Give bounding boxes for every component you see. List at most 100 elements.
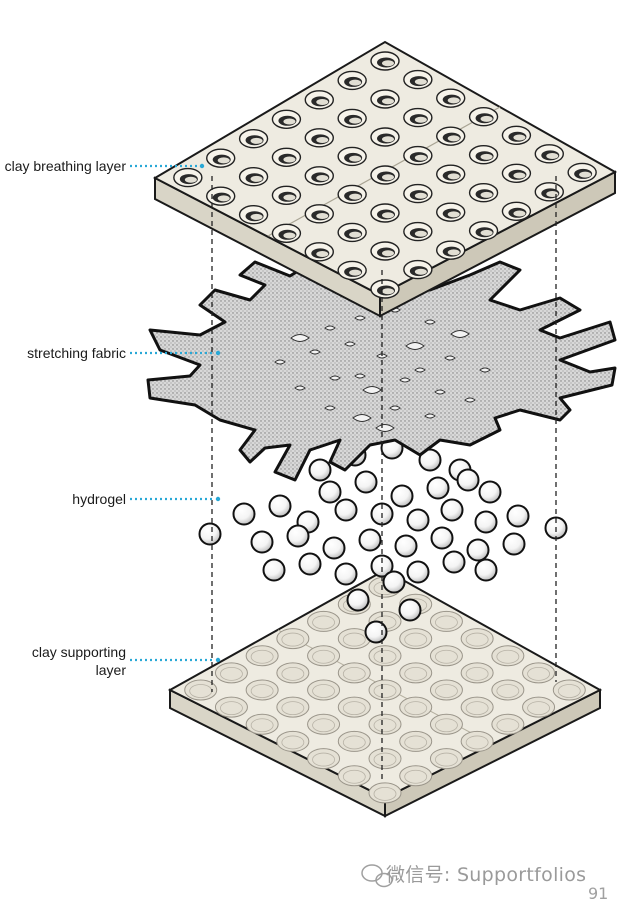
support-cup-inner: [435, 718, 458, 733]
hydrogel-sphere: [440, 498, 464, 522]
hydrogel-sphere: [474, 510, 498, 534]
fabric-hole: [424, 319, 436, 325]
support-cup-inner: [220, 701, 243, 716]
breathing-hole-floor: [349, 231, 362, 238]
hydrogel-sphere: [430, 526, 454, 550]
hydrogel-sphere: [474, 558, 498, 582]
hydrogel-sphere: [232, 502, 256, 526]
hydrogel-sphere: [318, 480, 342, 504]
hydrogel-sphere: [466, 538, 490, 562]
breathing-hole-floor: [414, 154, 427, 161]
breathing-hole-floor: [447, 135, 460, 142]
fabric-hole: [329, 375, 341, 381]
support-cup-inner: [404, 701, 428, 716]
breathing-hole-floor: [349, 117, 362, 124]
breathing-hole-floor: [250, 137, 263, 144]
support-cup-inner: [312, 752, 335, 767]
hydrogel-sphere: [268, 494, 292, 518]
fabric-hole: [389, 405, 401, 411]
breathing-hole-floor: [513, 134, 526, 141]
alignment-dashed-lines: [211, 176, 557, 782]
support-cup-inner: [342, 735, 366, 750]
fabric-hole: [274, 359, 286, 365]
support-cup-inner: [373, 786, 397, 801]
hydrogel-sphere: [250, 530, 274, 554]
support-cup-inner: [404, 769, 428, 784]
hydrogel-sphere: [334, 562, 358, 586]
watermark-text: 微信号: Supportfolios: [386, 864, 587, 886]
support-cup-inner: [557, 684, 581, 698]
hydrogel-sphere: [506, 504, 530, 528]
hydrogel-sphere: [406, 508, 430, 532]
label-stretching-fabric: stretching fabric: [27, 345, 126, 361]
hydrogel-sphere: [364, 620, 388, 644]
breathing-hole-floor: [480, 115, 493, 122]
breathing-hole-floor: [414, 78, 427, 85]
fabric-hole: [399, 377, 411, 383]
breathing-hole-floor: [283, 156, 296, 163]
breathing-hole-floor: [414, 230, 427, 237]
breathing-hole-floor: [283, 232, 296, 239]
hydrogel-sphere: [322, 536, 346, 560]
breathing-hole-floor: [480, 191, 493, 198]
support-cup-inner: [342, 632, 366, 647]
breathing-hole-floor: [546, 191, 559, 198]
support-cup-inner: [404, 632, 428, 647]
breathing-hole-floor: [184, 176, 197, 183]
support-cup-inner: [373, 684, 397, 698]
support-cup-inner: [312, 615, 335, 630]
breathing-hole-floor: [447, 173, 460, 180]
support-cup-inner: [404, 735, 428, 750]
breathing-hole-floor: [513, 210, 526, 217]
hydrogel-sphere: [354, 470, 378, 494]
support-cup-inner: [527, 666, 550, 681]
fabric-hole: [324, 325, 336, 331]
hydrogel-sphere: [478, 480, 502, 504]
fabric-hole: [344, 341, 356, 347]
support-cup-inner: [220, 666, 243, 681]
breathing-hole-floor: [283, 118, 296, 125]
support-cup-inner: [250, 718, 274, 733]
hydrogel-sphere: [398, 598, 422, 622]
label-hydrogel: hydrogel: [72, 491, 126, 507]
support-cup-inner: [281, 735, 305, 750]
support-cup-inner: [373, 718, 397, 733]
fabric-hole: [294, 385, 306, 391]
breathing-hole-floor: [447, 97, 460, 104]
fabric-hole: [354, 373, 366, 379]
breathing-hole-floor: [316, 99, 329, 106]
fabric-hole: [444, 355, 456, 361]
support-cup-inner: [496, 649, 520, 664]
support-cup-inner: [312, 718, 335, 733]
breathing-hole-floor: [349, 193, 362, 200]
hydrogel-sphere: [262, 558, 286, 582]
fabric-hole: [479, 367, 491, 373]
leader-lines: [130, 163, 221, 663]
breathing-hole-grid: [173, 51, 597, 299]
support-cup-inner: [496, 684, 520, 698]
breathing-hole-floor: [382, 60, 394, 67]
hydrogel-sphere: [406, 560, 430, 584]
breathing-hole-floor: [480, 229, 493, 236]
breathing-hole-floor: [480, 153, 493, 160]
hydrogel-sphere: [442, 550, 466, 574]
fabric-hole: [434, 389, 446, 395]
breathing-hole-floor: [283, 194, 296, 201]
page-number: 91: [588, 884, 609, 903]
breathing-hole-floor: [414, 268, 427, 275]
fabric-hole: [464, 397, 476, 403]
support-cup-inner: [312, 649, 335, 664]
hydrogel-sphere: [198, 522, 222, 546]
support-cup-inner: [465, 735, 489, 750]
breathing-hole-floor: [546, 153, 559, 160]
fabric-hole: [352, 414, 372, 422]
breathing-hole-floor: [349, 79, 362, 86]
support-cup-inner: [435, 684, 458, 698]
fabric-hole: [424, 413, 436, 419]
breathing-hole-floor: [250, 175, 263, 182]
breathing-hole-floor: [513, 172, 526, 179]
label-clay-supporting-line1: clay supporting: [31, 644, 126, 660]
fabric-hole: [324, 405, 336, 411]
hydrogel-sphere: [334, 498, 358, 522]
